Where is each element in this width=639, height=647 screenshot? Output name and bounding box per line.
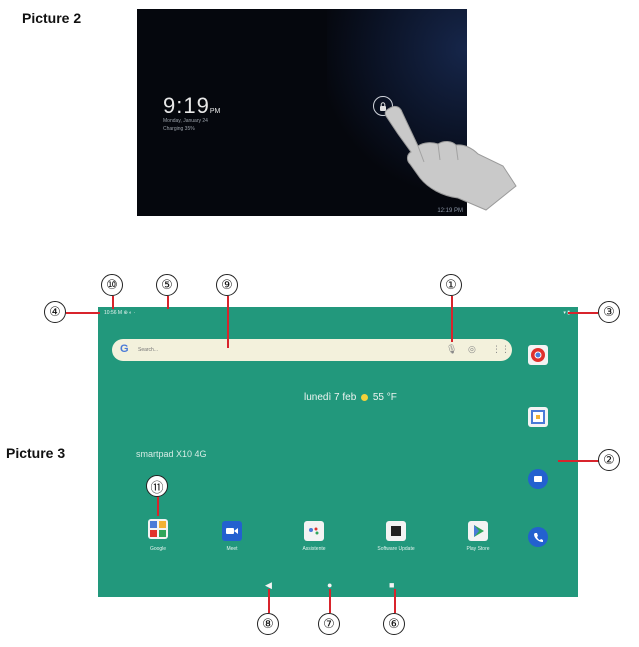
lock-date: Monday, January 24 bbox=[163, 118, 208, 124]
google-folder[interactable] bbox=[148, 519, 168, 539]
callout-9: ⑨ bbox=[216, 274, 238, 296]
play-store-icon bbox=[474, 525, 484, 537]
picture3-caption: Picture 3 bbox=[6, 445, 66, 461]
leader-line-11 bbox=[157, 496, 159, 516]
callout-7: ⑦ bbox=[318, 613, 340, 635]
leader-line-2 bbox=[558, 460, 600, 462]
play-store-app[interactable] bbox=[468, 521, 488, 541]
callout-2: ② bbox=[598, 449, 620, 471]
callout-4: ④ bbox=[44, 301, 66, 323]
sun-icon bbox=[361, 393, 369, 401]
device-name: smartpad X10 4G bbox=[136, 449, 207, 459]
google-app-icon bbox=[150, 521, 157, 528]
assistant-icon bbox=[309, 527, 319, 535]
lens-icon[interactable]: ◎ bbox=[468, 344, 476, 354]
microphone-icon[interactable]: 🎙 bbox=[446, 344, 458, 354]
status-bar-right: ▾ ▮ bbox=[563, 310, 570, 316]
assistant-app[interactable] bbox=[304, 521, 324, 541]
date-text: lunedì 7 feb bbox=[304, 392, 357, 403]
search-input[interactable] bbox=[138, 344, 338, 356]
callout-11: ⑪ bbox=[146, 475, 168, 497]
leader-line-8 bbox=[268, 589, 270, 613]
hand-tap-icon bbox=[384, 105, 517, 211]
status-time: 10:56 bbox=[104, 310, 117, 316]
leader-line-10 bbox=[112, 296, 114, 309]
app-label-google: Google bbox=[149, 546, 167, 552]
callout-6: ⑥ bbox=[383, 613, 405, 635]
lock-screen: 9:19PM Monday, January 24 Charging 35% 1… bbox=[137, 9, 467, 216]
phone-app[interactable] bbox=[528, 527, 548, 547]
phone-icon bbox=[534, 533, 543, 542]
chrome-icon bbox=[531, 348, 545, 362]
home-screen: 10:56 M ⊕ ◐ · ▾ ▮ G 🎙 ◎ ⋮⋮ lunedì 7 feb … bbox=[98, 307, 578, 597]
padlock-icon bbox=[380, 101, 386, 111]
callout-5: ⑤ bbox=[156, 274, 178, 296]
meet-app[interactable] bbox=[222, 521, 242, 541]
software-update-app[interactable] bbox=[386, 521, 406, 541]
youtube-app-icon bbox=[150, 530, 157, 537]
leader-line-3 bbox=[568, 312, 598, 314]
callout-10: ⑩ bbox=[101, 274, 123, 296]
leader-line-6 bbox=[394, 589, 396, 613]
drive-app-icon bbox=[159, 530, 166, 537]
home-button[interactable]: ● bbox=[327, 580, 333, 590]
callout-3: ③ bbox=[598, 301, 620, 323]
callout-8: ⑧ bbox=[257, 613, 279, 635]
temperature: 55 °F bbox=[372, 392, 397, 403]
messages-icon bbox=[534, 476, 542, 482]
back-button[interactable]: ◀ bbox=[265, 580, 272, 590]
status-bar-left: 10:56 M ⊕ ◐ · bbox=[104, 310, 135, 316]
leader-line-5 bbox=[167, 296, 169, 309]
lock-clock: 9:19PM bbox=[163, 93, 220, 119]
apps-grid-icon[interactable]: ⋮⋮ bbox=[492, 344, 510, 354]
google-g-icon: G bbox=[120, 343, 129, 355]
app-label-play-store: Play Store bbox=[466, 546, 490, 552]
date-weather-widget[interactable]: lunedì 7 feb 55 °F bbox=[304, 392, 397, 403]
app-label-assistant: Assistente bbox=[302, 546, 326, 552]
recents-button[interactable]: ■ bbox=[389, 580, 395, 590]
leader-line-4 bbox=[66, 312, 100, 314]
leader-line-7 bbox=[329, 589, 331, 613]
charging-status: Charging 35% bbox=[163, 126, 195, 132]
unlock-button[interactable] bbox=[373, 96, 393, 116]
lock-status-bar: 12:19 PM bbox=[437, 208, 463, 214]
callout-1: ① bbox=[440, 274, 462, 296]
picture2-caption: Picture 2 bbox=[22, 10, 82, 26]
clock-time: 9:19 bbox=[163, 93, 210, 118]
clock-ampm: PM bbox=[209, 108, 221, 115]
maps-app-icon bbox=[159, 521, 166, 528]
app-label-meet: Meet bbox=[226, 546, 238, 552]
messages-app[interactable] bbox=[528, 469, 548, 489]
leader-line-9 bbox=[227, 296, 229, 348]
leader-line-1 bbox=[451, 296, 453, 342]
calendar-icon bbox=[531, 410, 545, 424]
notification-icons: M ⊕ ◐ · bbox=[117, 310, 136, 316]
video-camera-icon bbox=[226, 528, 238, 534]
calendar-app[interactable] bbox=[528, 407, 548, 427]
app-label-software-update: Software Update bbox=[377, 546, 415, 552]
google-search-bar[interactable]: G 🎙 ◎ ⋮⋮ bbox=[112, 339, 512, 361]
update-icon bbox=[391, 526, 401, 536]
chrome-app[interactable] bbox=[528, 345, 548, 365]
